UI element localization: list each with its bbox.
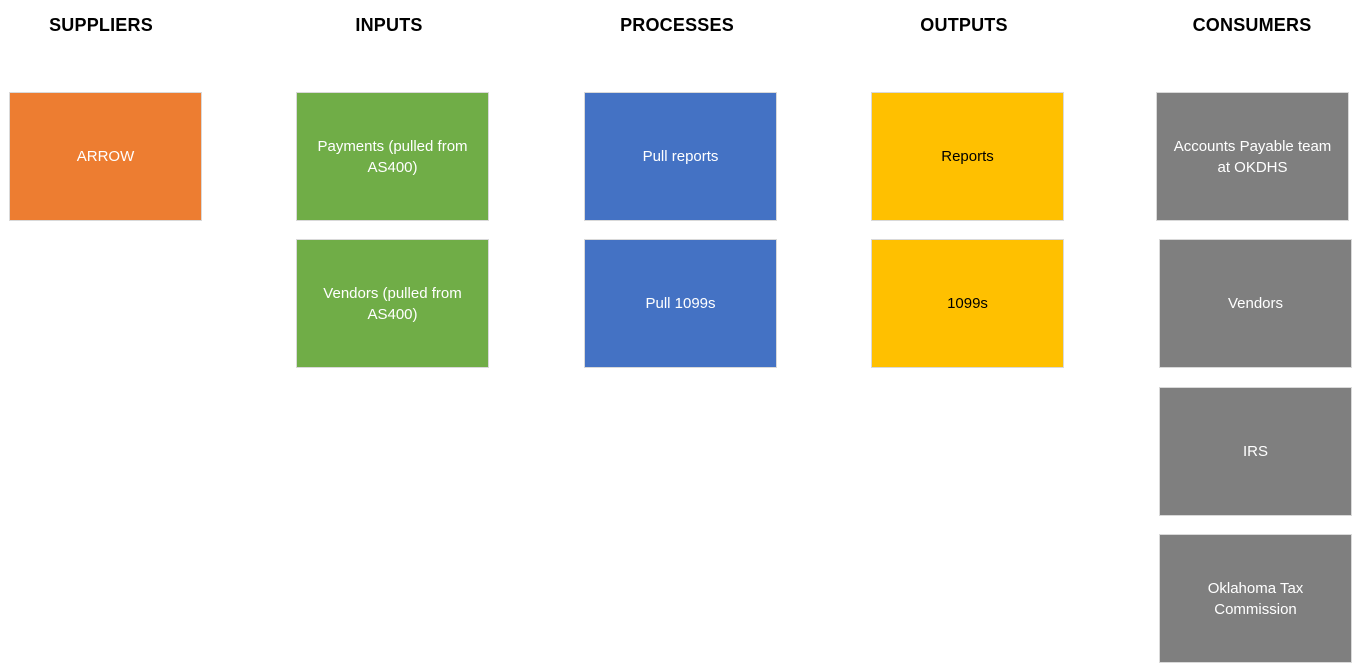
output-box-reports: Reports: [871, 92, 1064, 221]
input-box-vendors: Vendors (pulled from AS400): [296, 239, 489, 368]
output-box-1099s: 1099s: [871, 239, 1064, 368]
supplier-label: ARROW: [76, 148, 135, 165]
consumer-label: Vendors: [1227, 295, 1284, 312]
input-label: Vendors (pulled from AS400): [323, 284, 462, 323]
consumer-box-vendors: Vendors: [1159, 239, 1352, 368]
input-box-payments: Payments (pulled from AS400): [296, 92, 489, 221]
process-label: Pull 1099s: [645, 295, 716, 312]
consumer-label: IRS: [1242, 443, 1268, 460]
consumer-box-accounts-payable: Accounts Payable team at OKDHS: [1156, 92, 1349, 221]
output-label: Reports: [941, 148, 994, 165]
process-box-pull-reports: Pull reports: [584, 92, 777, 221]
consumer-box-oklahoma-tax-commission: Oklahoma Tax Commission: [1159, 534, 1352, 663]
supplier-box-arrow: ARROW: [9, 92, 202, 221]
header-inputs: INPUTS: [355, 15, 423, 35]
header-outputs: OUTPUTS: [920, 15, 1008, 35]
process-label: Pull reports: [642, 148, 719, 165]
header-suppliers: SUPPLIERS: [49, 15, 153, 35]
header-consumers: CONSUMERS: [1192, 15, 1312, 35]
consumer-label: Accounts Payable team at OKDHS: [1173, 137, 1332, 176]
input-label: Payments (pulled from AS400): [317, 137, 468, 176]
consumer-label: Oklahoma Tax Commission: [1207, 579, 1304, 618]
process-box-pull-1099s: Pull 1099s: [584, 239, 777, 368]
header-processes: PROCESSES: [620, 15, 734, 35]
consumer-box-irs: IRS: [1159, 387, 1352, 516]
output-label: 1099s: [947, 295, 988, 312]
